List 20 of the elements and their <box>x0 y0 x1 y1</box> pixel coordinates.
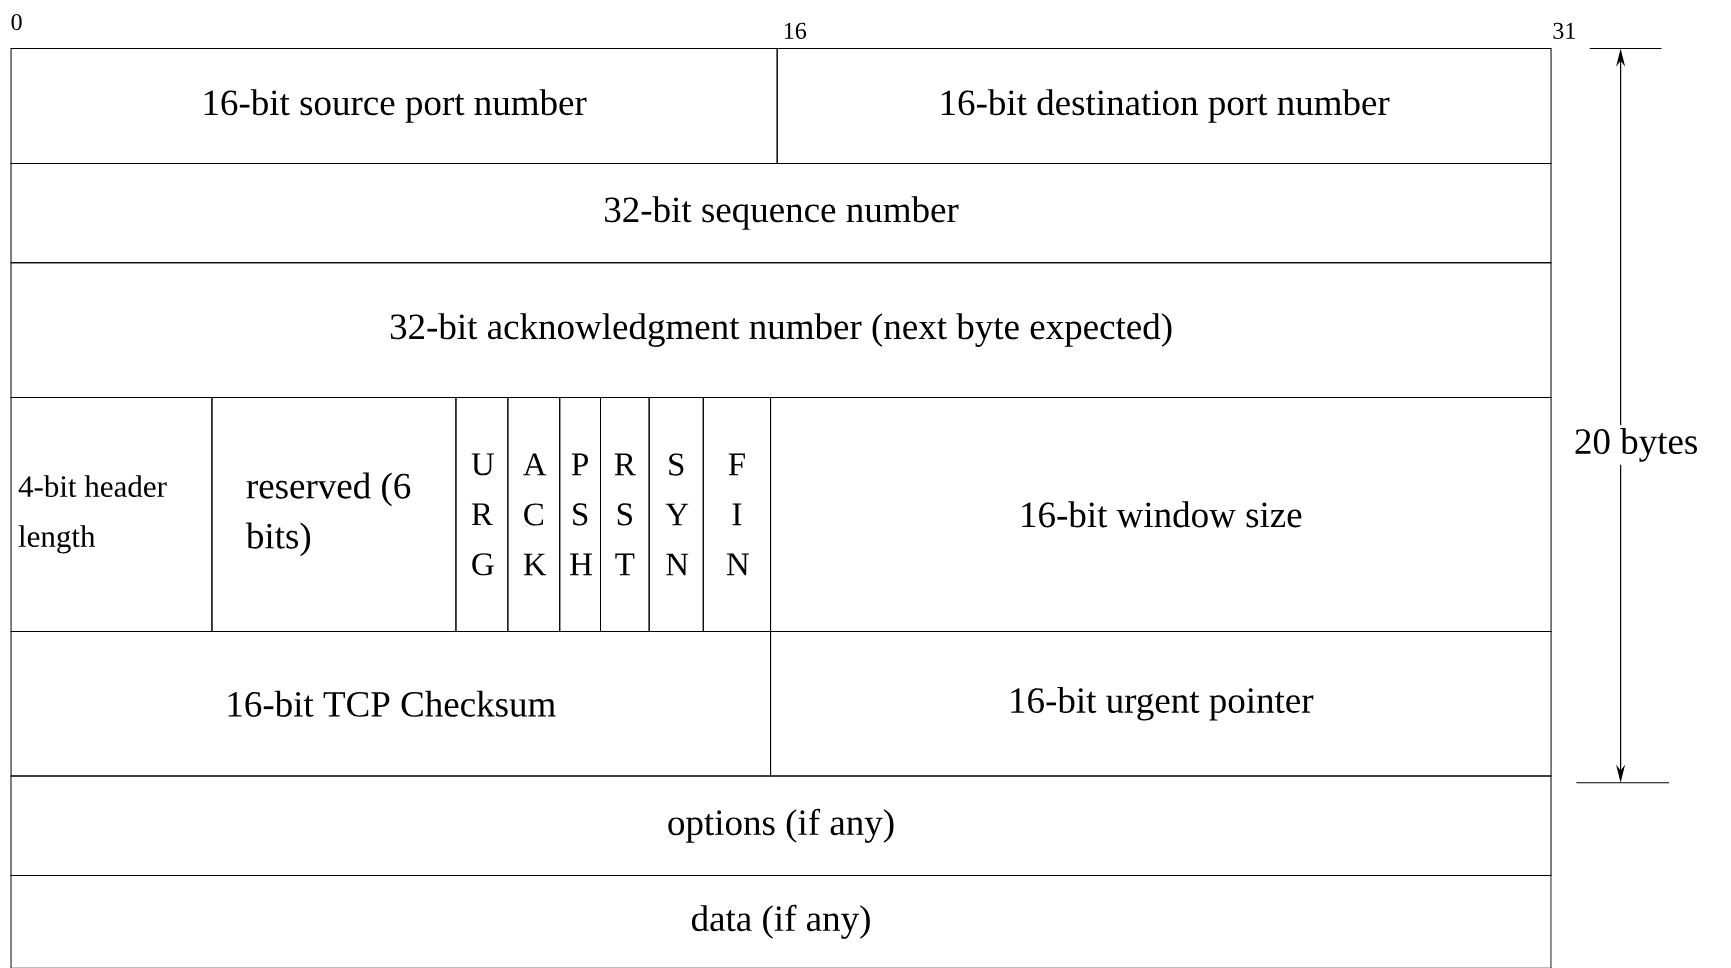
header-field: 16-bit TCP Checksum <box>10 631 772 777</box>
header-field: data (if any) <box>10 874 1552 968</box>
flag-field: F I N <box>702 396 772 632</box>
bit-number: 16 <box>784 22 807 39</box>
header-field: 32-bit sequence number <box>10 162 1552 264</box>
header-field: 16-bit destination port number <box>776 48 1552 164</box>
flag-field: P S H <box>559 396 601 632</box>
header-field: 4-bit header length <box>10 396 213 632</box>
dimension-label: 20 bytes <box>1570 425 1702 465</box>
header-field: reserved (6 bits) <box>211 396 457 632</box>
header-field: 32-bit acknowledgment number (next byte expected) <box>10 262 1552 398</box>
header-field: 16-bit urgent pointer <box>770 631 1552 777</box>
flag-field: A C K <box>507 396 561 632</box>
header-field: 16-bit window size <box>770 396 1552 632</box>
bit-number: 31 <box>1553 22 1575 39</box>
header-field: options (if any) <box>10 775 1552 876</box>
flag-field: R S T <box>600 396 650 632</box>
flag-field: S Y N <box>648 396 704 632</box>
flag-field: U R G <box>455 396 509 632</box>
header-field: 16-bit source port number <box>10 48 778 164</box>
